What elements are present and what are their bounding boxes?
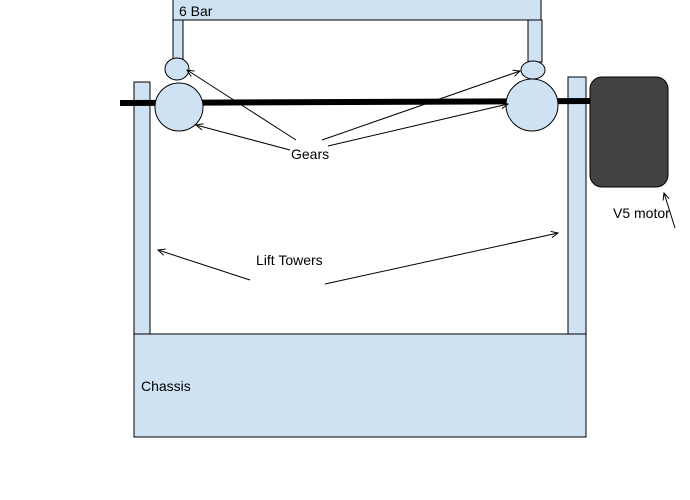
lift-tower-right [567,76,587,335]
lift-tower-left [133,81,151,335]
motor-arrow [664,193,676,229]
chassis [133,333,587,438]
gears-arrow-small-left [187,70,297,141]
gears-arrow-large-left [196,125,291,151]
chassis-label: Chassis [141,378,191,394]
gears-label: Gears [291,146,329,162]
six-bar-top [172,0,542,21]
lift-towers-arrow-right [324,233,558,285]
gears-arrow-small-right [321,71,520,141]
six-bar-left-arm [172,19,184,60]
lift-towers-label: Lift Towers [256,252,323,268]
small-gear-left [164,57,190,81]
large-gear-right [505,78,559,132]
six-bar-label: 6 Bar [179,3,213,19]
lift-towers-arrow-left [158,250,251,281]
motor-label: V5 motor [613,205,670,221]
six-bar-right-arm [527,19,543,63]
gears-arrow-large-right [327,104,508,147]
small-gear-right [520,60,546,80]
v5-motor [589,76,669,188]
large-gear-left [154,82,204,132]
